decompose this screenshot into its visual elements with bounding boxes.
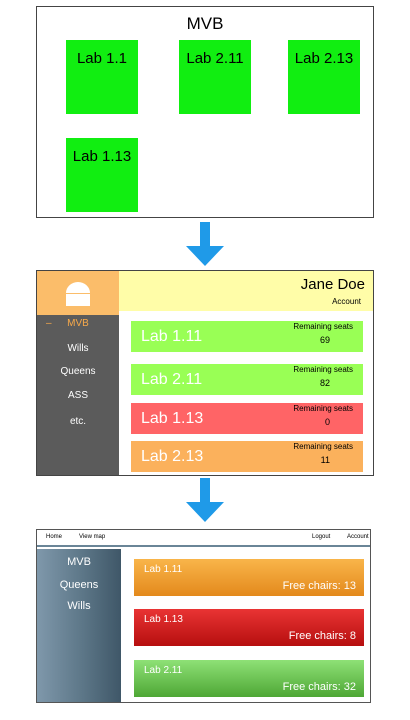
nav-item-etc[interactable]: etc. — [69, 416, 87, 427]
free-chairs-label: Free chairs: — [282, 580, 341, 592]
account-link[interactable]: Account — [332, 297, 361, 306]
logout-link[interactable]: Logout — [312, 534, 331, 540]
room-tile[interactable]: Lab 1.1 — [66, 40, 138, 114]
nav-item-mvb[interactable]: MVB — [67, 318, 89, 329]
free-chairs-text: Free chairs: 8 — [289, 630, 356, 642]
room-label: Lab 2.13 — [294, 50, 354, 67]
room-card[interactable]: Lab 2.11 Remaining seats 82 — [131, 364, 363, 395]
home-link[interactable]: Home — [46, 534, 63, 540]
room-name: Lab 1.13 — [144, 614, 183, 625]
nav-item-queens[interactable]: Queens — [59, 579, 99, 591]
room-card[interactable]: Lab 2.11 Free chairs: 32 — [134, 660, 364, 697]
nav-item-wills[interactable]: Wills — [67, 600, 91, 612]
header-bar: Jane Doe Account — [119, 271, 373, 311]
room-name: Lab 2.11 — [141, 371, 203, 388]
room-name: Lab 1.11 — [141, 328, 203, 345]
nav-item-wills[interactable]: Wills — [67, 343, 89, 354]
final-dashboard: Home View map Logout Account MVB Queens … — [36, 529, 371, 703]
free-chairs-text: Free chairs: 32 — [283, 681, 356, 693]
remaining-seats-label: Remaining seats — [293, 365, 353, 374]
nav-item-mvb[interactable]: MVB — [67, 556, 91, 568]
room-label: Lab 2.11 — [186, 50, 244, 67]
free-chairs-value: 8 — [349, 630, 356, 642]
sidebar — [37, 549, 121, 702]
building-map-sketch: MVB Lab 1.1 Lab 2.11 Lab 2.13 Lab 1.13 — [36, 6, 374, 218]
free-chairs-text: Free chairs: 13 — [283, 580, 356, 592]
room-name: Lab 2.13 — [141, 448, 204, 465]
room-tile[interactable]: Lab 2.13 — [288, 40, 360, 114]
nav-item-ass[interactable]: ASS — [67, 390, 88, 401]
remaining-seats-value: 69 — [319, 335, 330, 345]
room-name: Lab 2.11 — [144, 665, 183, 676]
remaining-seats-value: 11 — [320, 455, 330, 465]
down-arrow-icon — [185, 478, 225, 522]
room-card[interactable]: Lab 1.13 Remaining seats 0 — [131, 403, 363, 434]
free-chairs-value: 13 — [343, 580, 356, 592]
room-card[interactable]: Lab 2.13 Remaining seats 11 — [131, 441, 363, 472]
dashboard-draft: Jane Doe Account – MVB Wills Queens ASS … — [36, 270, 374, 476]
account-link[interactable]: Account — [347, 534, 369, 540]
user-name: Jane Doe — [300, 276, 365, 293]
logo-area[interactable] — [37, 271, 119, 315]
room-card[interactable]: Lab 1.11 Free chairs: 13 — [134, 559, 364, 596]
free-chairs-label: Free chairs: — [288, 630, 347, 642]
remaining-seats-label: Remaining seats — [293, 322, 353, 331]
home-icon — [66, 282, 90, 306]
building-title: MVB — [186, 14, 224, 33]
room-label: Lab 1.1 — [76, 50, 128, 67]
active-indicator: – — [46, 318, 52, 329]
remaining-seats-value: 82 — [319, 378, 330, 388]
nav-item-queens[interactable]: Queens — [60, 366, 96, 377]
free-chairs-label: Free chairs: — [282, 681, 341, 693]
remaining-seats-value: 0 — [324, 417, 330, 427]
room-tile[interactable]: Lab 1.13 — [66, 138, 138, 212]
room-label: Lab 1.13 — [72, 148, 132, 165]
top-nav-bar: Home View map Logout Account — [37, 530, 370, 547]
free-chairs-value: 32 — [343, 681, 356, 693]
room-name: Lab 1.11 — [144, 564, 183, 575]
view-map-link[interactable]: View map — [79, 534, 106, 540]
remaining-seats-label: Remaining seats — [293, 442, 353, 451]
room-card[interactable]: Lab 1.11 Remaining seats 69 — [131, 321, 363, 352]
room-tile[interactable]: Lab 2.11 — [179, 40, 251, 114]
down-arrow-icon — [185, 222, 225, 266]
room-card[interactable]: Lab 1.13 Free chairs: 8 — [134, 609, 364, 646]
remaining-seats-label: Remaining seats — [293, 404, 353, 413]
room-name: Lab 1.13 — [141, 410, 204, 427]
